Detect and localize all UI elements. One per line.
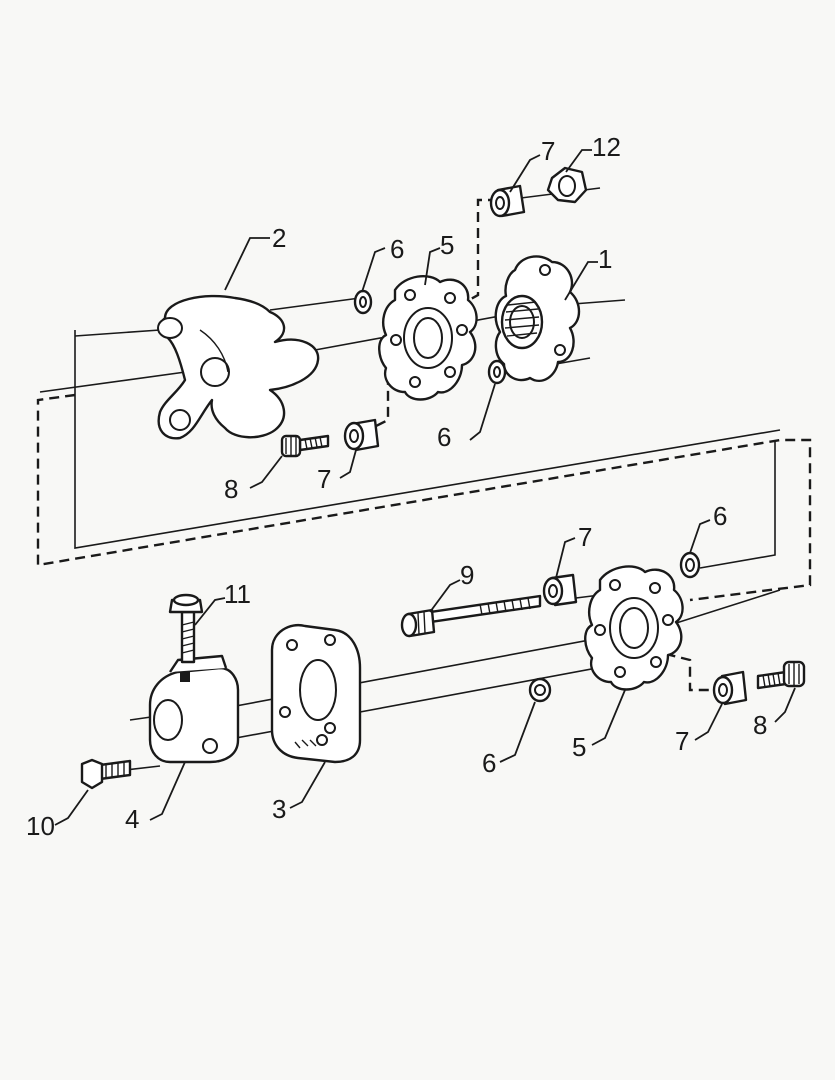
callout-3: 3: [272, 794, 286, 824]
part-10-bolt: [80, 758, 132, 790]
callout-6c: 6: [713, 501, 727, 531]
part-11-bolt: [168, 593, 204, 664]
callout-7c: 7: [578, 522, 592, 552]
callout-5b: 5: [572, 732, 586, 762]
dashed-link-mid: [371, 373, 411, 430]
part-7-sleeve-nut-lower-b: [712, 670, 748, 706]
callout-11: 11: [224, 579, 251, 609]
part-6-washer-d: [528, 677, 552, 703]
part-5-flange-upper: [378, 274, 478, 401]
part-6-washer-b: [487, 359, 507, 385]
callout-6b: 6: [437, 422, 451, 452]
part-6-washer-c: [679, 551, 701, 579]
callout-9: 9: [460, 560, 474, 590]
axis-upper-2: [74, 329, 161, 337]
callout-6a: 6: [390, 234, 404, 264]
part-8-bolt-lower: [756, 660, 806, 690]
callout-8a: 8: [224, 474, 238, 504]
part-6-washer-a: [353, 289, 373, 315]
part-7-sleeve-nut-mid: [343, 418, 380, 452]
part-7-sleeve-nut-lower-a: [542, 573, 578, 607]
part-3-clamp-block: [270, 623, 362, 764]
dashed-link-top: [459, 198, 498, 307]
callout-7d: 7: [675, 726, 689, 756]
part-4-clamp: [148, 654, 240, 764]
part-9-long-bolt: [400, 594, 542, 638]
dashed-link-left: [36, 393, 812, 602]
callout-6d: 6: [482, 748, 496, 778]
part-2-yoke: [157, 294, 320, 440]
axis-upper-5: [39, 369, 201, 393]
callout-5a: 5: [440, 230, 454, 260]
part-5-flange-lower: [584, 565, 684, 691]
callout-labels: 2 6 5 7 12 1 6 8 7 9 7 6 11 10 4 3 6 5 7…: [26, 132, 767, 841]
part-1-hub-flange: [494, 255, 581, 383]
axis-upper-3: [269, 297, 361, 311]
callout-10: 10: [26, 811, 55, 841]
callout-7b: 7: [317, 464, 331, 494]
callout-1: 1: [598, 244, 612, 274]
part-7-sleeve-nut-top: [489, 184, 526, 218]
callout-7a: 7: [541, 136, 555, 166]
callout-12: 12: [592, 132, 621, 162]
callout-8b: 8: [753, 710, 767, 740]
part-12-hex-nut: [546, 166, 588, 204]
callout-4: 4: [125, 804, 139, 834]
leader-lines: [54, 149, 796, 826]
part-8-bolt-upper: [280, 434, 330, 458]
axis-upper-1: [74, 330, 781, 549]
callout-2: 2: [272, 223, 286, 253]
